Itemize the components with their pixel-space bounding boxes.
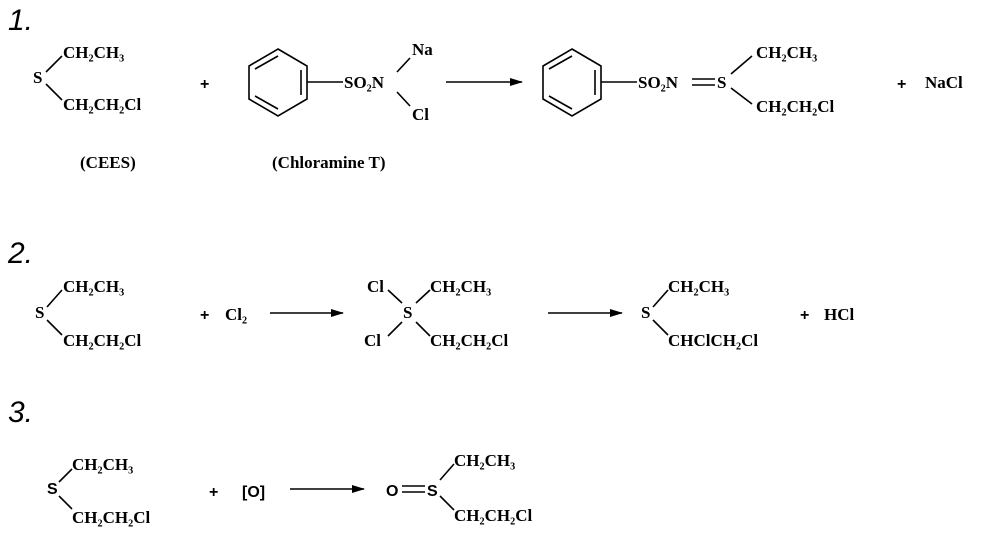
bond-line xyxy=(46,319,63,336)
bond-line xyxy=(652,289,669,308)
ethyl-group: CH₂CH₃ xyxy=(72,455,133,474)
chloramine-t-caption: (Chloramine T) xyxy=(272,153,386,172)
cees-molecule: S CH₂CH₃ CH₂CH₂Cl xyxy=(47,455,150,527)
bond-line xyxy=(415,321,431,337)
ring-double-bond xyxy=(254,95,279,110)
oxygen-atom: O xyxy=(386,483,398,500)
bond-line xyxy=(730,55,753,75)
bond-line xyxy=(439,495,455,511)
bond-line xyxy=(45,55,63,73)
sulfur-atom: S xyxy=(403,303,412,322)
bond-line xyxy=(415,289,431,304)
byproduct: NaCl xyxy=(925,73,963,92)
reaction-number: 2. xyxy=(7,237,33,270)
ring-double-bond xyxy=(548,55,573,70)
chloroethyl-group: CH₂CH₂Cl xyxy=(430,331,508,350)
bond-line xyxy=(652,319,669,336)
sulfur-atom: S xyxy=(641,303,650,322)
sulfur-atom: S xyxy=(47,481,58,498)
ethyl-group: CH₂CH₃ xyxy=(454,451,515,470)
bond-line xyxy=(58,495,73,510)
reaction-number: 3. xyxy=(8,396,33,429)
reaction-1: 1. S CH₂CH₃ CH₂CH₂Cl (CEES) + SO₂N Na Cl… xyxy=(8,4,963,172)
bond-line xyxy=(387,289,403,304)
chlorine-reagent: Cl₂ xyxy=(225,305,247,324)
chlorinated-product: S CH₂CH₃ CHClCH₂Cl xyxy=(641,277,758,350)
sulfonyl-amide-group: SO₂N xyxy=(344,73,385,92)
cees-molecule: S CH₂CH₃ CH₂CH₂Cl xyxy=(35,277,141,350)
sulfur-atom: S xyxy=(35,303,44,322)
chlorine-atom: Cl xyxy=(364,331,381,350)
oxygen-reagent: [O] xyxy=(242,484,265,501)
chloroethyl-group: CH₂CH₂Cl xyxy=(756,97,834,116)
cees-caption: (CEES) xyxy=(80,153,136,172)
sulfoxide-product: O S CH₂CH₃ CH₂CH₂Cl xyxy=(386,451,532,525)
chloroethyl-group: CH₂CH₂Cl xyxy=(63,95,141,114)
plus-sign: + xyxy=(200,307,209,324)
sulfur-atom: S xyxy=(33,68,42,87)
plus-sign: + xyxy=(200,76,209,93)
sulfilimine-product: SO₂N S CH₂CH₃ CH₂CH₂Cl xyxy=(542,43,834,117)
chlorosulfonium-intermediate: Cl Cl S CH₂CH₃ CH₂CH₂Cl xyxy=(364,277,508,350)
sulfur-atom: S xyxy=(717,73,726,92)
dichloroethyl-group: CHClCH₂Cl xyxy=(668,331,758,350)
ring-double-bond xyxy=(548,95,573,110)
reaction-2: 2. S CH₂CH₃ CH₂CH₂Cl + Cl₂ Cl Cl S CH₂CH… xyxy=(7,237,855,350)
bond-line xyxy=(387,321,403,337)
bond-line xyxy=(396,91,411,107)
ring-double-bond xyxy=(254,55,279,70)
ethyl-group: CH₂CH₃ xyxy=(668,277,729,296)
plus-sign: + xyxy=(800,307,809,324)
sulfonyl-imine-group: SO₂N xyxy=(638,73,679,92)
chlorine-atom: Cl xyxy=(412,105,429,124)
byproduct: HCl xyxy=(824,305,855,324)
bond-line xyxy=(439,463,455,481)
ethyl-group: CH₂CH₃ xyxy=(63,277,124,296)
reaction-3: 3. S CH₂CH₃ CH₂CH₂Cl + [O] O S CH₂CH₃ CH… xyxy=(8,396,532,527)
benzene-ring xyxy=(248,48,308,117)
bond-line xyxy=(730,87,753,105)
bond-line xyxy=(45,83,63,101)
chlorine-atom: Cl xyxy=(367,277,384,296)
bond-line xyxy=(396,57,411,73)
reaction-number: 1. xyxy=(8,4,33,37)
benzene-ring xyxy=(542,48,602,117)
cees-molecule: S CH₂CH₃ CH₂CH₂Cl (CEES) xyxy=(33,43,141,172)
chloroethyl-group: CH₂CH₂Cl xyxy=(72,508,150,527)
ethyl-group: CH₂CH₃ xyxy=(63,43,124,62)
sulfur-atom: S xyxy=(427,483,438,500)
chloroethyl-group: CH₂CH₂Cl xyxy=(63,331,141,350)
ethyl-group: CH₂CH₃ xyxy=(756,43,817,62)
sodium-atom: Na xyxy=(412,40,433,59)
ethyl-group: CH₂CH₃ xyxy=(430,277,491,296)
bond-line xyxy=(46,289,63,308)
bond-line xyxy=(58,468,73,483)
chloroethyl-group: CH₂CH₂Cl xyxy=(454,506,532,525)
chloramine-t-molecule: SO₂N Na Cl (Chloramine T) xyxy=(248,40,433,172)
plus-sign: + xyxy=(209,484,218,501)
plus-sign: + xyxy=(897,76,906,93)
